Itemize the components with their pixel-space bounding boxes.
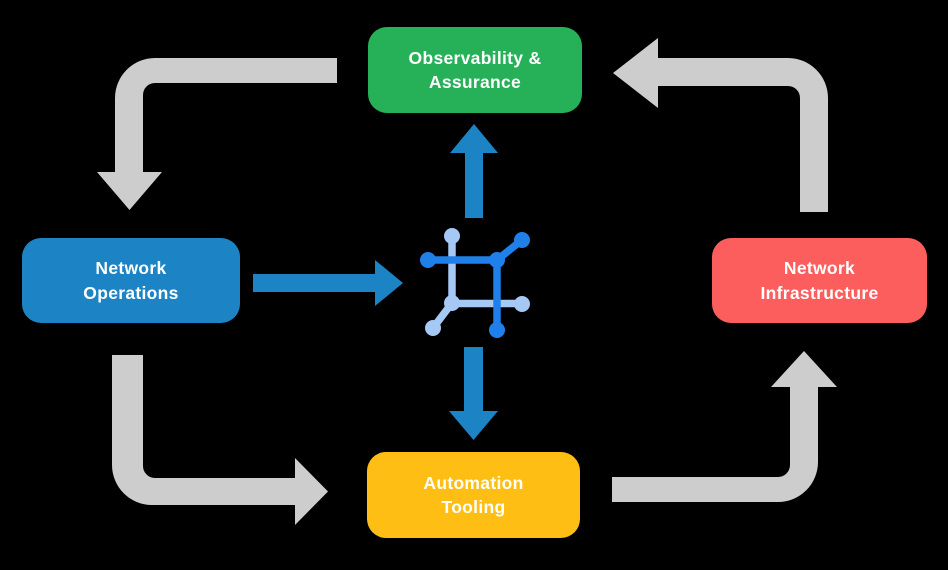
node-network-operations: Network Operations	[22, 238, 240, 323]
node-automation-label: Automation Tooling	[423, 472, 524, 517]
cycle-arrow-operations-to-automation	[112, 355, 328, 525]
flow-arrow-center-to-observability	[450, 124, 498, 218]
cycle-arrow-automation-to-infrastructure	[612, 351, 837, 502]
node-operations-label: Network Operations	[83, 258, 179, 303]
node-observability-assurance: Observability & Assurance	[368, 27, 582, 113]
mesh-light-nodes	[425, 228, 530, 336]
flow-arrow-center-to-automation	[449, 347, 498, 440]
network-mesh-icon	[420, 228, 530, 338]
node-observability-label: Observability & Assurance	[408, 47, 542, 92]
node-automation-tooling: Automation Tooling	[367, 452, 580, 538]
node-infrastructure-label: Network Infrastructure	[760, 258, 879, 303]
cycle-arrow-observability-to-operations	[97, 58, 337, 210]
node-network-infrastructure: Network Infrastructure	[712, 238, 927, 323]
flow-arrow-operations-to-center	[253, 260, 403, 306]
cycle-arrow-infrastructure-to-observability	[613, 38, 828, 212]
mesh-dark-nodes	[420, 232, 530, 338]
